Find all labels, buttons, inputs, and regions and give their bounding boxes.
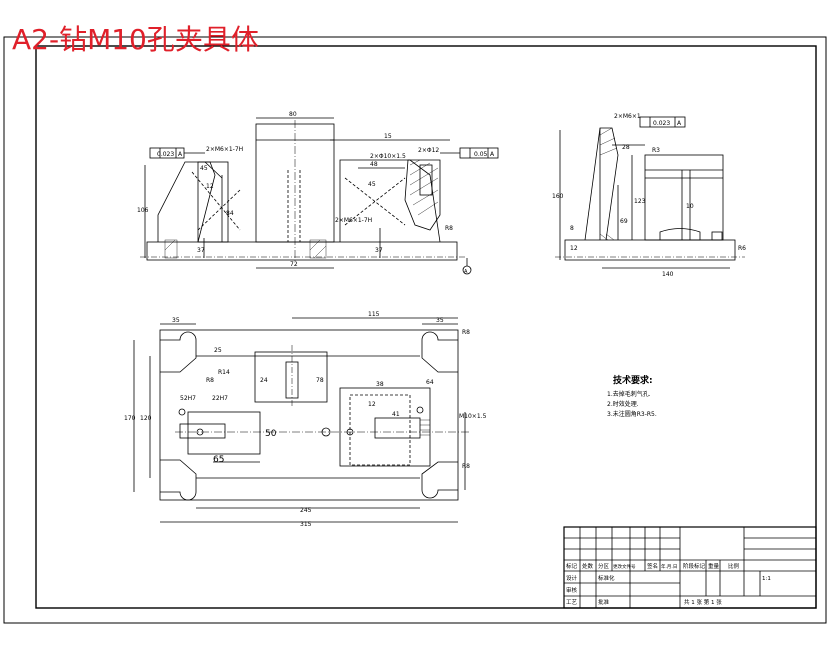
svg-text:52H7: 52H7 <box>180 395 196 402</box>
svg-text:8: 8 <box>570 225 574 232</box>
svg-text:45: 45 <box>368 181 376 188</box>
drawing-title: A2-钻M10孔夹具体 <box>12 23 259 56</box>
svg-text:24: 24 <box>260 377 268 384</box>
svg-text:115: 115 <box>368 311 380 318</box>
svg-text:106: 106 <box>137 207 149 214</box>
svg-text:0.05: 0.05 <box>474 151 488 158</box>
svg-text:批准: 批准 <box>598 598 610 606</box>
svg-text:170: 170 <box>124 415 136 422</box>
svg-text:设计: 设计 <box>566 574 578 582</box>
svg-text:2×Φ12: 2×Φ12 <box>418 147 439 154</box>
svg-text:65: 65 <box>213 455 224 465</box>
front-view <box>140 117 499 275</box>
svg-text:35: 35 <box>172 317 180 324</box>
svg-text:2×M6×1-7H: 2×M6×1-7H <box>206 146 243 153</box>
svg-text:R8: R8 <box>206 377 214 384</box>
svg-text:245: 245 <box>300 507 312 514</box>
side-view-labels: 0.023 A 2×M6×1 140 160 28 123 69 12 10 8… <box>552 113 746 278</box>
svg-text:22H7: 22H7 <box>212 395 228 402</box>
svg-text:R8: R8 <box>462 329 470 336</box>
svg-text:50: 50 <box>265 429 277 439</box>
svg-text:69: 69 <box>620 218 628 225</box>
svg-text:R8: R8 <box>445 225 453 232</box>
svg-text:2×Φ10×1.5: 2×Φ10×1.5 <box>370 153 406 160</box>
svg-text:25: 25 <box>214 347 222 354</box>
front-view-labels: 0.023 A 0.05 A 2×M6×1-7H 2×Φ10×1.5 2×Φ12… <box>137 111 495 275</box>
svg-text:35: 35 <box>436 317 444 324</box>
plan-view <box>133 317 470 523</box>
svg-text:审核: 审核 <box>566 586 578 594</box>
svg-text:48: 48 <box>370 161 378 168</box>
svg-text:R3: R3 <box>652 147 660 154</box>
svg-text:年.月.日: 年.月.日 <box>661 563 677 570</box>
tech-req-item: 2.时效处理. <box>607 400 639 408</box>
svg-text:工艺: 工艺 <box>566 599 578 606</box>
svg-text:2×M6×1: 2×M6×1 <box>614 113 641 120</box>
technical-requirements: 技术要求: 1.去掉毛刺气孔. 2.时效处理. 3.未注圆角R3-R5. <box>607 374 657 418</box>
outer-border <box>3 36 827 624</box>
svg-text:12: 12 <box>206 183 214 190</box>
svg-text:R6: R6 <box>738 245 746 252</box>
title-block <box>563 526 817 609</box>
tech-req-item: 3.未注圆角R3-R5. <box>607 410 657 418</box>
svg-text:阶段标记: 阶段标记 <box>683 562 706 570</box>
svg-text:12: 12 <box>570 245 578 252</box>
svg-text:41: 41 <box>392 411 400 418</box>
svg-text:M10×1.5: M10×1.5 <box>459 413 487 420</box>
svg-text:123: 123 <box>634 198 646 205</box>
svg-text:签名: 签名 <box>647 562 658 570</box>
svg-text:处数: 处数 <box>582 562 594 570</box>
inner-border <box>35 45 817 609</box>
svg-text:10: 10 <box>686 203 694 210</box>
svg-text:1:1: 1:1 <box>762 576 771 582</box>
svg-text:分区: 分区 <box>598 562 610 570</box>
tech-req-heading: 技术要求: <box>613 374 653 386</box>
svg-text:0.023: 0.023 <box>653 120 670 127</box>
svg-text:38: 38 <box>376 381 384 388</box>
plan-view-labels: 35 115 35 R8 120 170 25 R8 R14 52H7 22H7… <box>124 311 487 528</box>
svg-text:315: 315 <box>300 521 312 528</box>
svg-text:12: 12 <box>368 401 376 408</box>
svg-text:37: 37 <box>375 247 383 254</box>
svg-text:2×M6×1-7H: 2×M6×1-7H <box>335 217 372 224</box>
svg-text:R8: R8 <box>462 463 470 470</box>
svg-text:A: A <box>677 120 682 127</box>
svg-text:标准化: 标准化 <box>598 574 615 582</box>
svg-text:A: A <box>178 151 183 158</box>
svg-text:80: 80 <box>289 111 297 118</box>
svg-text:160: 160 <box>552 193 564 200</box>
svg-text:64: 64 <box>426 379 434 386</box>
svg-text:重量: 重量 <box>708 562 720 570</box>
svg-text:0.023: 0.023 <box>157 151 174 158</box>
svg-text:共 1 张 第 1 张: 共 1 张 第 1 张 <box>684 598 722 606</box>
svg-text:140: 140 <box>662 271 674 278</box>
svg-text:45: 45 <box>200 165 208 172</box>
svg-text:120: 120 <box>140 415 152 422</box>
svg-text:15: 15 <box>384 133 392 140</box>
svg-text:72: 72 <box>290 261 298 268</box>
svg-text:37: 37 <box>197 247 205 254</box>
svg-text:R14: R14 <box>218 369 230 376</box>
svg-text:28: 28 <box>622 144 630 151</box>
tech-req-item: 1.去掉毛刺气孔. <box>607 390 651 398</box>
svg-text:更改文件号: 更改文件号 <box>613 563 636 570</box>
svg-text:84: 84 <box>226 210 234 217</box>
svg-text:A: A <box>464 269 468 275</box>
svg-text:比例: 比例 <box>728 562 740 570</box>
title-block-labels: 标记 处数 分区 更改文件号 签名 年.月.日 设计 审核 工艺 标准化 批准 … <box>566 562 771 606</box>
svg-text:A: A <box>490 151 495 158</box>
svg-text:78: 78 <box>316 377 324 384</box>
svg-text:标记: 标记 <box>566 562 578 570</box>
side-view <box>555 116 745 269</box>
